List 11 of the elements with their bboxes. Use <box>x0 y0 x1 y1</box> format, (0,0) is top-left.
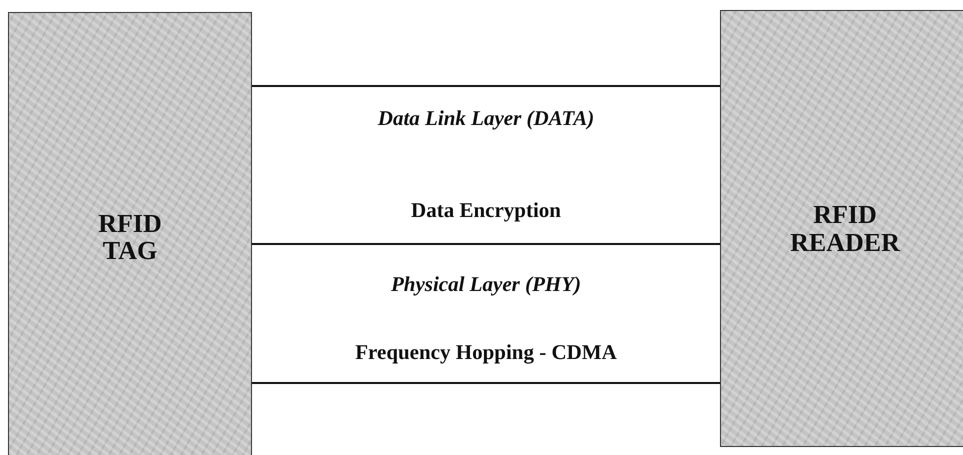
connector-line <box>252 243 720 245</box>
layer-feature: Data Encryption <box>411 198 561 223</box>
layer-feature: Frequency Hopping - CDMA <box>355 340 617 365</box>
connector-line <box>252 85 720 87</box>
layer-title: Data Link Layer (DATA) <box>378 106 594 131</box>
device-box <box>8 12 252 455</box>
device-box <box>720 10 963 447</box>
device-label: RFID TAG <box>97 210 163 264</box>
layer-title: Physical Layer (PHY) <box>390 272 582 297</box>
connector-line <box>252 382 720 384</box>
device-label: RFID READER <box>789 201 902 256</box>
